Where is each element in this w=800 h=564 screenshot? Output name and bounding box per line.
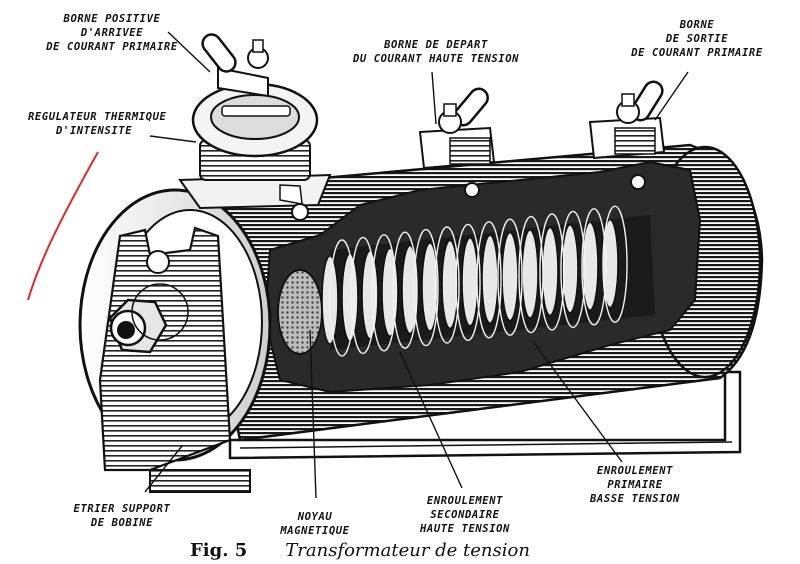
secondary-turn	[602, 205, 628, 323]
leader-primaire	[531, 339, 623, 463]
leader-borne-depart	[431, 71, 437, 125]
secondary-turn	[392, 231, 418, 349]
primary-turn	[501, 231, 519, 322]
ht-start-terminal	[418, 87, 496, 198]
leader-lines	[144, 31, 689, 499]
secondary-turn	[518, 215, 544, 334]
secondary-turn	[497, 218, 523, 336]
figure-title: Transformateur de tension	[285, 540, 530, 560]
secondary-turn	[413, 228, 439, 347]
base-frame	[149, 370, 742, 493]
figure-caption: Fig. 5 Transformateur de tension	[190, 540, 610, 560]
secondary-turn	[350, 236, 376, 355]
secondary-turn	[434, 226, 460, 344]
leader-borne-sortie	[654, 71, 689, 121]
primary-turn	[481, 234, 499, 325]
front-end-cap	[78, 188, 272, 472]
leader-etrier	[144, 445, 183, 493]
secondary-winding	[329, 205, 628, 357]
secondary-turn	[329, 239, 355, 357]
leader-borne-positive	[167, 31, 211, 73]
primary-turn	[341, 252, 359, 343]
stirrup-support	[98, 226, 232, 472]
core-end	[277, 269, 323, 355]
thermal-regulator	[178, 82, 332, 221]
leader-secondaire	[399, 351, 463, 489]
figure-number: Fig. 5	[190, 540, 248, 560]
primary-outlet-terminal	[588, 80, 666, 190]
primary-turn	[441, 239, 459, 330]
red-pen-mark	[27, 151, 99, 301]
primary-turn	[541, 226, 559, 317]
primary-turn	[561, 223, 579, 314]
secondary-turn	[371, 234, 397, 352]
positive-terminal	[201, 33, 269, 98]
leader-regulateur	[149, 135, 197, 143]
cutaway	[263, 160, 702, 394]
primary-winding	[321, 218, 619, 345]
secondary-turn	[455, 223, 481, 342]
secondary-turn	[581, 208, 607, 326]
secondary-turn	[560, 210, 586, 329]
secondary-turn	[539, 213, 565, 331]
primary-turn	[461, 236, 479, 327]
leader-noyau	[309, 329, 317, 499]
secondary-turn	[476, 221, 502, 339]
primary-turn	[521, 229, 539, 319]
